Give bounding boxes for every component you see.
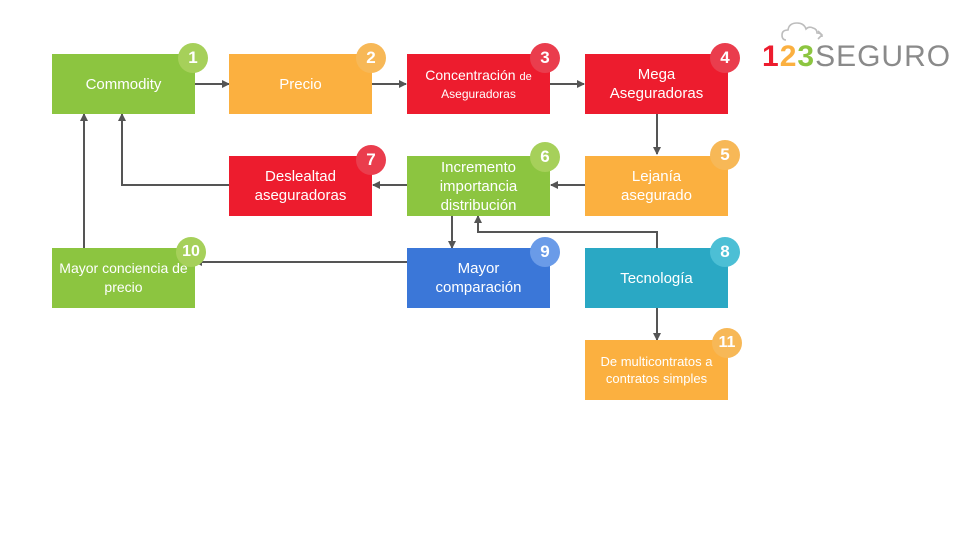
node-mega[interactable]: Mega Aseguradoras [585,54,728,114]
badge-10: 10 [176,237,206,267]
badge-8: 8 [710,237,740,267]
node-deslealtad-label: Deslealtad aseguradoras [254,168,347,204]
badge-3: 3 [530,43,560,73]
badge-2: 2 [356,43,386,73]
node-concentracion[interactable]: Concentración de Aseguradoras [407,54,550,114]
badge-1: 1 [178,43,208,73]
arrow-deslealtad-commodity [118,113,229,186]
logo-digit-2: 2 [779,40,798,73]
node-commodity[interactable]: Commodity [52,54,195,114]
node-incremento-label: Incremento importancia distribución [439,158,518,214]
node-multicontratos-label: De multicontratos a contratos simples [600,354,713,386]
node-comparacion-label: Mayor comparación [435,260,522,296]
logo-digit-1: 1 [762,40,780,73]
logo-digit-3: 3 [797,40,816,73]
node-precio-label: Precio [279,75,322,93]
logo-word: SEGURO [815,40,952,73]
node-deslealtad[interactable]: Deslealtad aseguradoras [229,156,372,216]
node-conciencia[interactable]: Mayor conciencia de precio [52,248,195,308]
node-concentracion-label-main: Concentración [425,66,516,83]
badge-11: 11 [712,328,742,358]
node-lejania[interactable]: Lejanía asegurado [585,156,728,216]
arrow-tecnologia-incremento [474,215,658,248]
node-commodity-label: Commodity [85,75,162,93]
node-precio[interactable]: Precio [229,54,372,114]
badge-6: 6 [530,142,560,172]
badge-9: 9 [530,237,560,267]
node-tecnologia[interactable]: Tecnología [585,248,728,308]
badge-7: 7 [356,145,386,175]
node-incremento[interactable]: Incremento importancia distribución [407,156,550,216]
node-lejania-label: Lejanía asegurado [621,168,692,204]
node-tecnologia-label: Tecnología [620,269,693,287]
node-concentracion-label-line2: Aseguradoras [441,86,516,101]
node-concentracion-label-small: de [519,70,532,83]
badge-4: 4 [710,43,740,73]
node-comparacion[interactable]: Mayor comparación [407,248,550,308]
node-mega-label: Mega Aseguradoras [609,66,704,102]
brand-logo: 123SEGURO [762,40,951,74]
node-multicontratos[interactable]: De multicontratos a contratos simples [585,340,728,400]
cloud-icon [781,22,824,41]
badge-5: 5 [710,140,740,170]
node-conciencia-label: Mayor conciencia de precio [59,260,188,295]
